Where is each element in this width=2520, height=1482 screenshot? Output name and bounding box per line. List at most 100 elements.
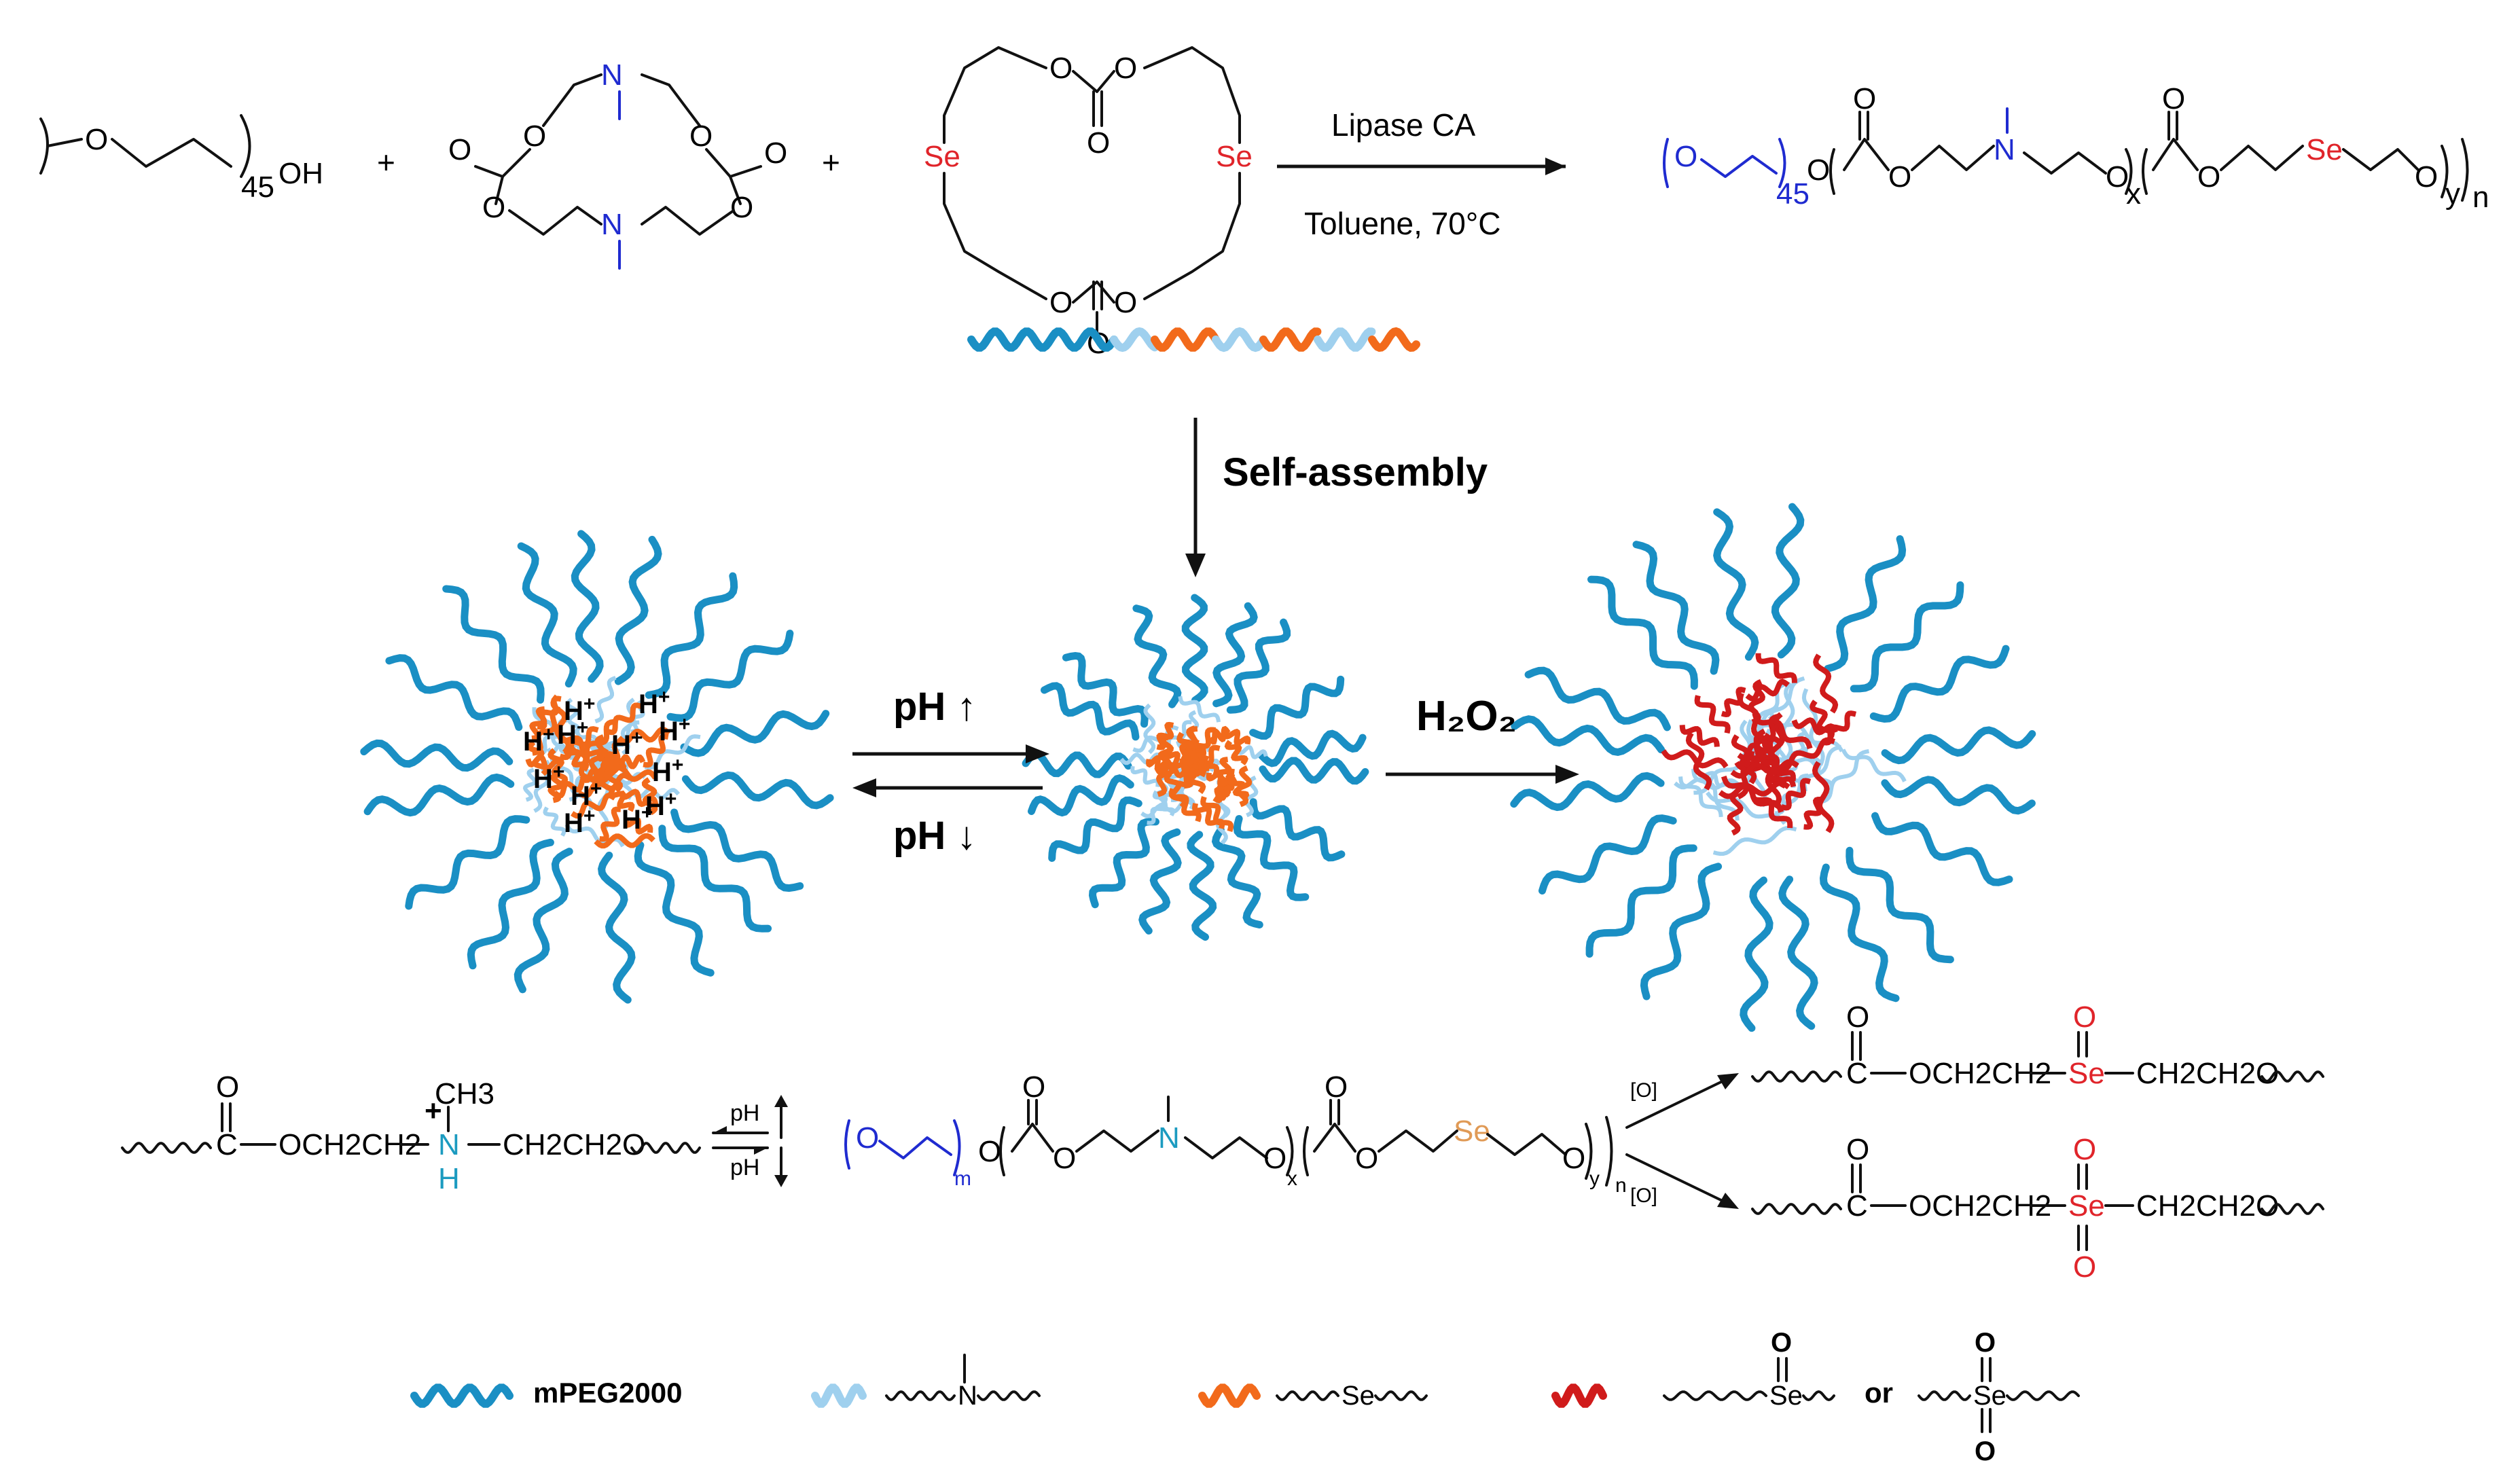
selenone-linker-left: OCH2CH2 [1909,1189,2051,1223]
selenoxide-carbonyl-o: O [1846,1000,1869,1034]
legend-selenide-se: Se [1342,1381,1375,1411]
corona-peg-chain [1778,875,1818,1030]
corona-peg-chain [467,838,554,970]
center-o-4: O [1355,1142,1378,1175]
chain-segment-selenide [1368,327,1420,353]
corona-peg-chain [1226,618,1291,714]
corona-peg-chain [1022,750,1132,778]
oxidation-arrowhead [1555,765,1579,784]
corona-peg-chain [1740,876,1774,1032]
ph-forward-arrowhead [1026,744,1049,763]
center-carbonyl-o-2: O [1325,1070,1348,1104]
wavy-bond [1276,1390,1339,1401]
core-selenium-segment [1803,796,1823,830]
core-selenium-segment [1730,759,1799,779]
core-amine-segment [543,806,566,837]
legend-swatch-oxidized [1551,1384,1607,1408]
core-selenium-segment [529,706,547,741]
legend: mPEG2000 N Se Se O or Se O O [410,1328,2080,1466]
protonated-fragment: C O OCH2CH2 + N CH3 H CH2CH2O [121,1070,701,1195]
core-selenium-segment [1679,725,1720,747]
product-o-3: O [2106,160,2129,194]
product-o-4: O [2197,160,2220,194]
core-selenium-segment [605,702,643,736]
ph-backward-arrowhead [852,778,876,797]
center-carbonyl-o-1: O [1022,1070,1045,1104]
product-o-2: O [1888,160,1911,194]
eq-ph-bottom: pH [730,1155,759,1180]
selenoxide-o: O [2073,1000,2096,1034]
core-selenium-segment [1721,687,1746,718]
corona-peg-chain [1212,602,1258,708]
core-selenium-segment [1812,761,1835,833]
legend-selenoxide-se: Se [1769,1381,1803,1411]
macrocycle-o-1: O [523,120,546,153]
corona-peg-chain [1088,818,1159,909]
corona-peg-chain [571,530,604,683]
core-selenium-segment [594,833,655,849]
legend-amine-n: N [958,1381,977,1411]
reagent-mpeg: O 45 OH [39,114,323,204]
core-selenium-segment [532,706,561,756]
wavy-bond [1663,1390,1767,1401]
core-selenium-segment [1661,749,1729,769]
chain-segment-amine [1314,327,1376,352]
wavy-bond [121,1142,212,1154]
core-selenium-segment [1191,803,1225,829]
core-selenium-segment [599,806,622,842]
ph-equilibrium-small: pH pH [712,1095,788,1187]
corona-peg-chain [1510,772,1665,812]
core-selenium-segment [1750,790,1793,829]
corona-peg-chain [514,848,573,994]
core-amine-segment [1781,681,1795,761]
corona-peg-chain [645,572,738,699]
macrocycle-o-2: O [689,120,713,153]
self-assembly-label: Self-assembly [1223,450,1488,494]
corona-peg-chain [385,654,523,731]
core-selenium-segment [1685,731,1712,791]
se-cycle-o-2: O [1114,52,1137,85]
center-polymer: O m O O O N O x O O Se O y n [844,1070,1627,1197]
micelle-oxidized [1510,503,2036,1032]
corona-peg-chain [1259,757,1369,785]
conditions-label: Toluene, 70°C [1304,206,1500,241]
frag-hydrogen: H [438,1162,460,1195]
core-amine-segment [1143,703,1156,755]
ph-up-label: pH ↑ [893,685,976,729]
reagent-selenium-carbonate: O O O O O Se Se O [924,46,1253,360]
wavy-bond [977,1390,1041,1401]
corona-peg-chain [1881,726,2036,765]
core-selenium-segment [1718,780,1790,799]
wavy-bond [1918,1390,1971,1401]
center-o-1: O [978,1135,1001,1168]
core-selenium-segment [1780,778,1812,811]
core-selenium-segment [624,816,653,835]
core-selenium-segment [604,751,624,793]
core-selenium-segment [1224,740,1248,765]
core-amine-segment [565,698,581,735]
core-selenium-segment [547,748,569,787]
legend-selenone-o-top: O [1975,1328,1996,1358]
core-selenium-segment [559,726,599,761]
corona-peg-chain [1041,682,1140,741]
copolymer-chain-cartoon [967,327,1420,353]
legend-swatch-amine [811,1384,867,1408]
core-selenium-segment [1813,653,1839,714]
corona-peg-chain [1819,863,1900,1002]
selenone-o-top: O [2073,1133,2096,1166]
corona-peg-chain [1249,675,1345,740]
center-n-subscript: n [1615,1174,1627,1197]
core-selenium-segment [1164,772,1188,809]
product-peg-subscript: 45 [1776,177,1810,211]
macrocycle-carbonyl-o-1: O [448,133,471,166]
product-x-subscript: x [2126,177,2141,211]
selenone-linker-right: CH2CH2O [2136,1189,2279,1223]
product-peg-oxygen: O [1674,140,1697,173]
core-selenium-segment [1155,751,1175,797]
chain-segment-amine [1212,327,1267,353]
core-selenium-segment [1181,742,1199,782]
proton-label: H+ [652,754,683,787]
product-o-5: O [2415,160,2438,194]
macrocycle-carbonyl-o-2: O [764,137,787,170]
center-y-subscript: y [1589,1168,1600,1190]
